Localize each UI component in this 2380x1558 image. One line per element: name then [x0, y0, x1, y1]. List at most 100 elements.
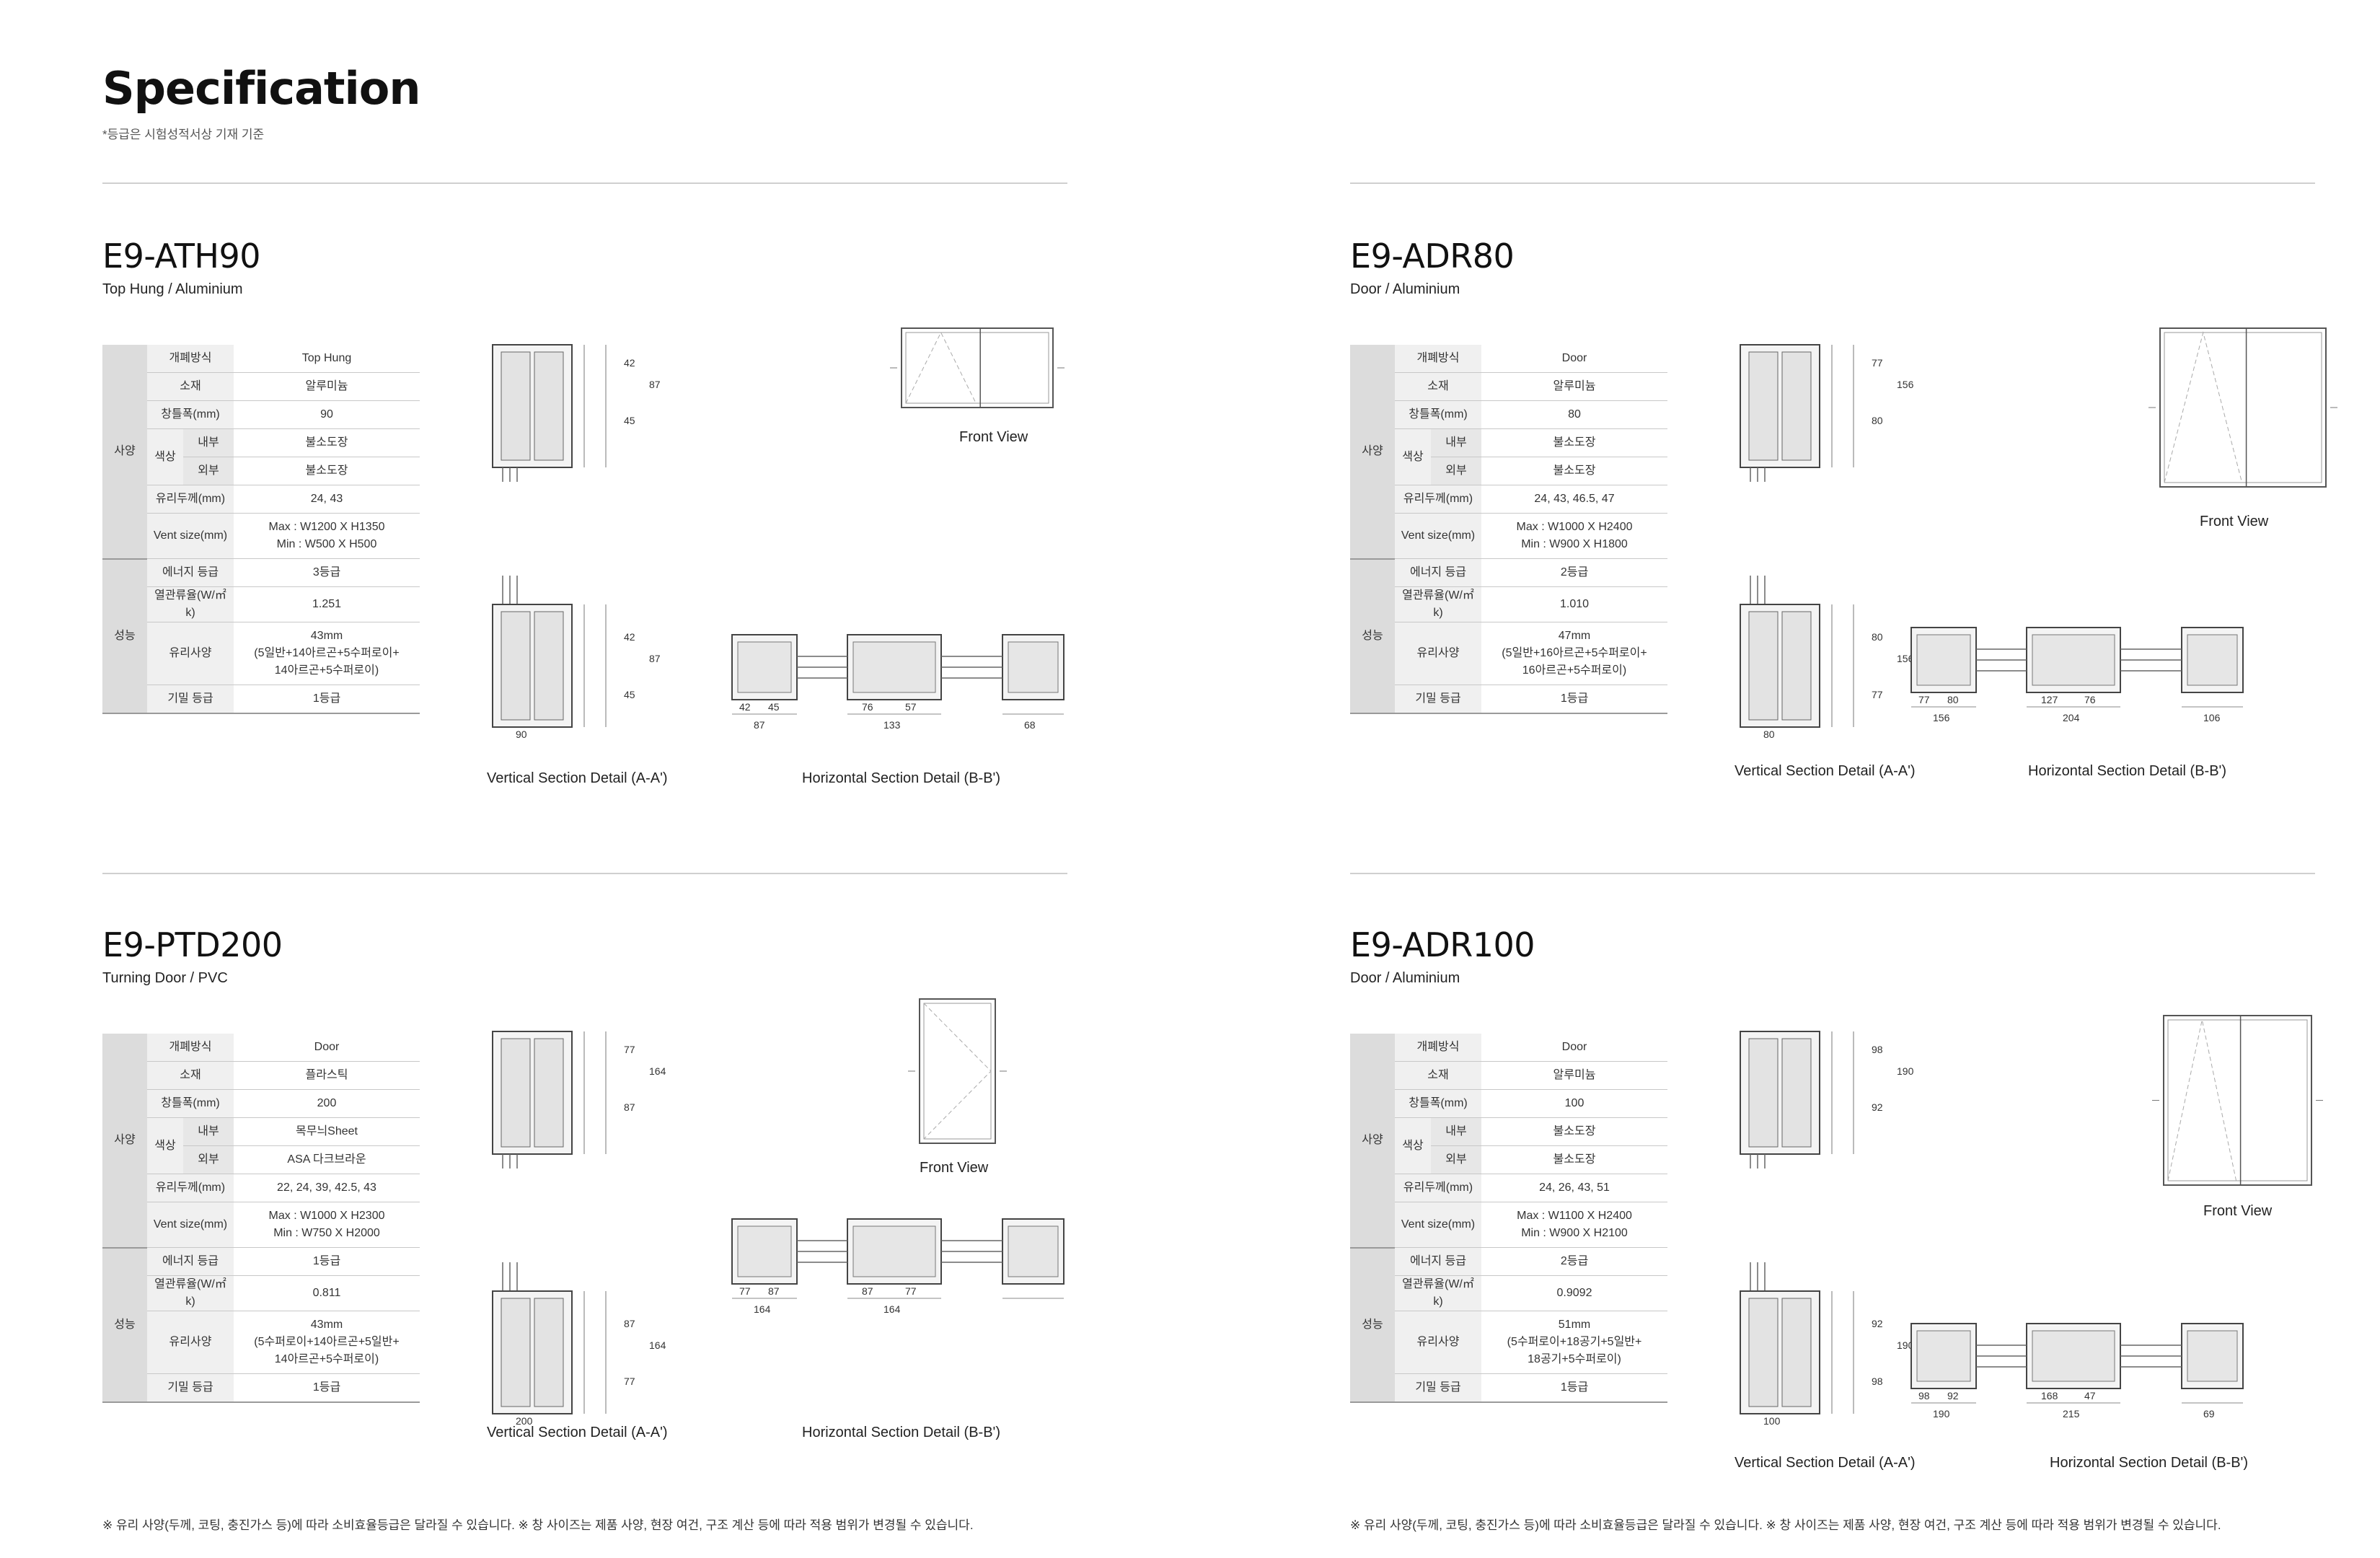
row-label: Vent size(mm) — [1395, 1202, 1481, 1248]
front-view-drawing — [890, 327, 1065, 408]
glass-thickness-value: 24, 43 — [234, 485, 420, 514]
frame-width-value: 90 — [234, 400, 420, 429]
row-label: 색상 — [147, 1117, 183, 1174]
opening-value: Top Hung — [234, 345, 420, 373]
glass-spec-line: 43mm — [310, 1319, 343, 1331]
dimension-label: 100 — [1763, 1415, 1781, 1427]
airtight-value: 1등급 — [1481, 1373, 1667, 1403]
perf-group-label: 성능 — [102, 1247, 147, 1403]
dimension-label: 87 — [768, 1285, 780, 1297]
vertical-section-caption: Vertical Section Detail (A-A') — [487, 1425, 668, 1440]
row-label: 소재 — [1395, 372, 1481, 401]
page-title: Specification — [102, 62, 421, 115]
glass-spec-line: 14아르곤+5수퍼로이) — [274, 1353, 379, 1365]
row-label: 기밀 등급 — [147, 1373, 234, 1403]
divider — [1350, 873, 2315, 874]
glass-spec-line: 14아르곤+5수퍼로이) — [274, 664, 379, 677]
dimension-label: 92 — [1872, 1318, 1883, 1329]
horizontal-section-caption: Horizontal Section Detail (B-B') — [2028, 763, 2227, 779]
row-label: 소재 — [147, 1061, 234, 1090]
row-label: Vent size(mm) — [147, 513, 234, 559]
model-name: E9-PTD200 — [102, 925, 283, 964]
dimension-label: 68 — [1024, 719, 1036, 731]
row-label: 에너지 등급 — [1395, 558, 1481, 587]
vent-min: Min : W900 X H2100 — [1521, 1227, 1628, 1239]
dimension-label: 190 — [1897, 1339, 1914, 1351]
vent-min: Min : W900 X H1800 — [1521, 538, 1628, 550]
row-label: Vent size(mm) — [1395, 513, 1481, 559]
opening-value: Door — [1481, 1034, 1667, 1062]
dimension-label: 106 — [2203, 712, 2221, 723]
dimension-label: 47 — [2084, 1390, 2096, 1401]
dimension-label: 200 — [516, 1415, 533, 1427]
row-label: 유리두께(mm) — [1395, 1174, 1481, 1202]
row-label: 색상 — [1395, 428, 1431, 485]
sub-label: 외부 — [183, 457, 234, 485]
material-value: 알루미늄 — [1481, 372, 1667, 401]
energy-value: 2등급 — [1481, 1247, 1667, 1276]
dimension-label: 87 — [624, 1318, 635, 1329]
row-label: 창틀폭(mm) — [1395, 400, 1481, 429]
glass-spec-line: (5수퍼로이+18공기+5일반+ — [1507, 1336, 1642, 1348]
dimension-label: 156 — [1933, 712, 1950, 723]
horizontal-section-caption: Horizontal Section Detail (B-B') — [802, 770, 1001, 786]
dimension-label: 168 — [2041, 1390, 2058, 1401]
front-view-caption: Front View — [959, 429, 1028, 445]
row-label: Vent size(mm) — [147, 1202, 234, 1248]
horizontal-section-caption: Horizontal Section Detail (B-B') — [802, 1425, 1001, 1440]
row-label: 유리사양 — [1395, 622, 1481, 685]
sub-label: 외부 — [1431, 457, 1481, 485]
row-label: 개폐방식 — [147, 1034, 234, 1062]
color-outer-value: ASA 다크브라운 — [234, 1145, 420, 1174]
material-value: 플라스틱 — [234, 1061, 420, 1090]
front-view-caption: Front View — [2203, 1203, 2273, 1219]
sub-label: 외부 — [183, 1145, 234, 1174]
material-value: 알루미늄 — [1481, 1061, 1667, 1090]
model-subtitle: Top Hung / Aluminium — [102, 281, 243, 297]
glass-spec-line: 18공기+5수퍼로이) — [1528, 1353, 1621, 1365]
row-label: 열관류율(W/㎡k) — [147, 586, 234, 622]
model-subtitle: Door / Aluminium — [1350, 281, 1460, 297]
vertical-section-caption: Vertical Section Detail (A-A') — [1735, 1455, 1916, 1471]
dimension-label: 190 — [1933, 1408, 1950, 1420]
row-label: 기밀 등급 — [1395, 685, 1481, 714]
row-label: 기밀 등급 — [147, 685, 234, 714]
spec-group-label: 사양 — [1350, 1034, 1395, 1249]
dimension-label: 92 — [1947, 1390, 1959, 1401]
glass-spec-line: 16아르곤+5수퍼로이) — [1522, 664, 1627, 677]
model-name: E9-ATH90 — [102, 237, 261, 276]
row-label: 열관류율(W/㎡k) — [1395, 1275, 1481, 1311]
row-label: 유리사양 — [1395, 1311, 1481, 1374]
dimension-label: 80 — [1872, 415, 1883, 426]
energy-value: 2등급 — [1481, 558, 1667, 587]
row-label: 열관류율(W/㎡k) — [1395, 586, 1481, 622]
glass-spec-line: (5수퍼로이+14아르곤+5일반+ — [254, 1336, 400, 1348]
opening-value: Door — [1481, 345, 1667, 373]
row-label: 색상 — [1395, 1117, 1431, 1174]
vent-min: Min : W500 X H500 — [276, 538, 377, 550]
model-name: E9-ADR100 — [1350, 925, 1535, 964]
front-view-caption: Front View — [920, 1160, 989, 1176]
color-outer-value: 불소도장 — [234, 457, 420, 485]
glass-spec-value: 43mm (5수퍼로이+14아르곤+5일반+ 14아르곤+5수퍼로이) — [234, 1311, 420, 1374]
row-label: 에너지 등급 — [1395, 1247, 1481, 1276]
dimension-label: 164 — [649, 1065, 666, 1077]
color-inner-value: 목무늬Sheet — [234, 1117, 420, 1146]
row-label: 창틀폭(mm) — [147, 1089, 234, 1118]
row-label: 소재 — [147, 372, 234, 401]
spec-group-label: 사양 — [1350, 345, 1395, 560]
dimension-label: 156 — [1897, 653, 1914, 664]
model-subtitle: Door / Aluminium — [1350, 970, 1460, 986]
dimension-label: 42 — [624, 357, 635, 369]
airtight-value: 1등급 — [234, 685, 420, 714]
dimension-label: 77 — [1872, 689, 1883, 700]
front-view-drawing — [2148, 327, 2337, 488]
divider — [102, 873, 1067, 874]
